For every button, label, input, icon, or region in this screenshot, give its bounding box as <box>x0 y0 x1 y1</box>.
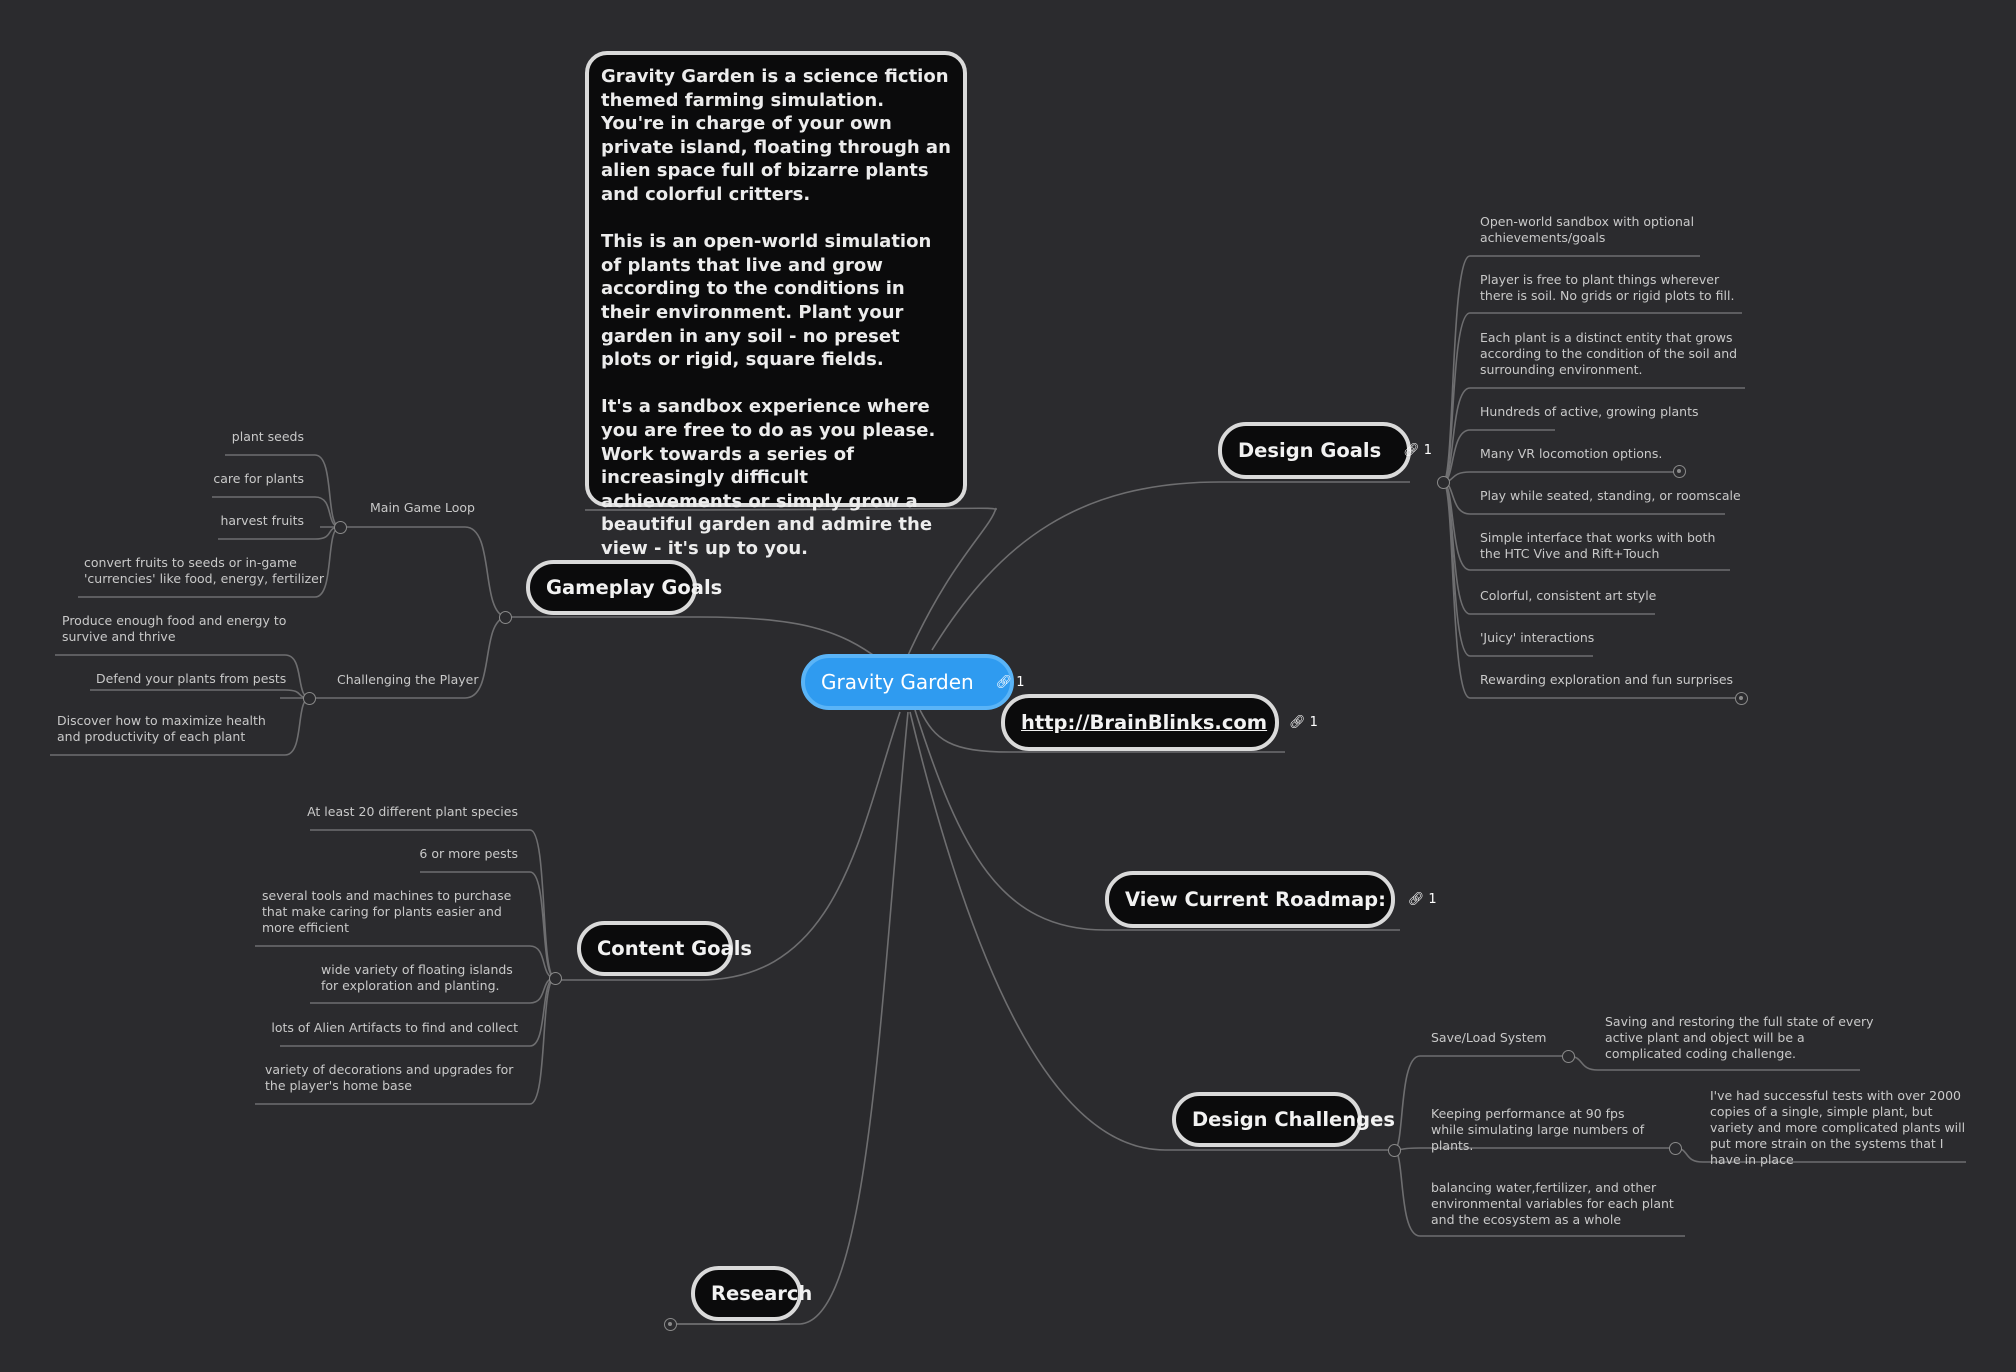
list-item[interactable]: Player is free to plant things wherever … <box>1480 272 1735 303</box>
brainblinks-link[interactable]: http://BrainBlinks.com <box>1021 711 1268 734</box>
list-item[interactable]: Discover how to maximize health and prod… <box>57 713 266 744</box>
expand-toggle[interactable] <box>1735 692 1748 705</box>
main-loop-label[interactable]: Main Game Loop <box>370 500 475 515</box>
root-links[interactable]: 🔗︎1 <box>995 674 1025 690</box>
collapse-toggle[interactable] <box>1669 1142 1682 1155</box>
performance-detail[interactable]: I've had successful tests with over 2000… <box>1710 1088 1966 1167</box>
collapse-toggle[interactable] <box>499 611 512 624</box>
research-topic[interactable]: Research <box>691 1266 812 1321</box>
list-item[interactable]: Simple interface that works with both th… <box>1480 530 1716 561</box>
collapse-toggle[interactable] <box>1388 1144 1401 1157</box>
list-item[interactable]: Hundreds of active, growing plants <box>1480 404 1699 419</box>
expand-toggle[interactable] <box>1673 465 1686 478</box>
collapse-toggle[interactable] <box>334 521 347 534</box>
collapse-toggle[interactable] <box>1437 476 1450 489</box>
performance-label[interactable]: Keeping performance at 90 fps while simu… <box>1431 1106 1645 1153</box>
save-load-detail[interactable]: Saving and restoring the full state of e… <box>1605 1014 1874 1061</box>
link-icon: 🔗︎ <box>1407 892 1425 907</box>
list-item[interactable]: plant seeds <box>231 429 304 444</box>
roadmap-links[interactable]: 🔗︎1 <box>1407 892 1437 907</box>
list-item[interactable]: variety of decorations and upgrades for … <box>265 1062 514 1093</box>
challenging-label[interactable]: Challenging the Player <box>337 672 479 687</box>
save-load-label[interactable]: Save/Load System <box>1431 1030 1547 1045</box>
collapse-toggle[interactable] <box>549 972 562 985</box>
content-goals-topic[interactable]: Content Goals <box>577 921 752 976</box>
list-item[interactable]: Rewarding exploration and fun surprises <box>1480 672 1734 687</box>
list-item[interactable]: 6 or more pests <box>419 846 518 861</box>
list-item[interactable]: Produce enough food and energy to surviv… <box>62 613 287 644</box>
list-item[interactable]: Colorful, consistent art style <box>1480 588 1657 603</box>
root-topic[interactable]: Gravity Garden 🔗︎1 <box>801 654 1025 710</box>
list-item[interactable]: Defend your plants from pests <box>96 671 287 686</box>
collapse-toggle[interactable] <box>303 692 316 705</box>
list-item[interactable]: wide variety of floating islands for exp… <box>321 962 513 993</box>
list-item[interactable]: convert fruits to seeds or in-game 'curr… <box>84 555 325 586</box>
list-item[interactable]: Many VR locomotion options. <box>1480 446 1663 461</box>
link-icon: 🔗︎ <box>995 674 1013 690</box>
list-item[interactable]: Play while seated, standing, or roomscal… <box>1480 488 1741 503</box>
list-item[interactable]: At least 20 different plant species <box>307 804 518 819</box>
design-goals-topic[interactable]: Design Goals 🔗︎1 <box>1218 422 1432 479</box>
list-item[interactable]: harvest fruits <box>220 513 304 528</box>
list-item[interactable]: several tools and machines to purchase t… <box>262 888 512 935</box>
design-challenges-topic[interactable]: Design Challenges <box>1172 1092 1395 1147</box>
list-item[interactable]: Open-world sandbox with optional achieve… <box>1480 214 1695 245</box>
root-label: Gravity Garden <box>821 670 974 694</box>
collapse-toggle[interactable] <box>1562 1050 1575 1063</box>
list-item[interactable]: Each plant is a distinct entity that gro… <box>1480 330 1738 377</box>
balancing-label[interactable]: balancing water,fertilizer, and other en… <box>1431 1180 1674 1227</box>
brainblinks-links[interactable]: 🔗︎1 <box>1289 715 1318 730</box>
roadmap-topic[interactable]: View Current Roadmap: 🔗︎1 <box>1105 871 1437 928</box>
list-item[interactable]: lots of Alien Artifacts to find and coll… <box>271 1020 518 1035</box>
list-item[interactable]: care for plants <box>213 471 304 486</box>
link-icon: 🔗︎ <box>1289 715 1306 730</box>
gameplay-goals-topic[interactable]: Gameplay Goals <box>526 560 722 615</box>
brainblinks-topic[interactable]: http://BrainBlinks.com 🔗︎1 <box>1001 694 1318 751</box>
design-goals-links[interactable]: 🔗︎1 <box>1403 443 1432 458</box>
list-item[interactable]: 'Juicy' interactions <box>1480 630 1595 645</box>
description-note: Gravity Garden is a science fiction them… <box>585 51 967 559</box>
expand-toggle[interactable] <box>664 1318 677 1331</box>
link-icon: 🔗︎ <box>1403 443 1420 458</box>
